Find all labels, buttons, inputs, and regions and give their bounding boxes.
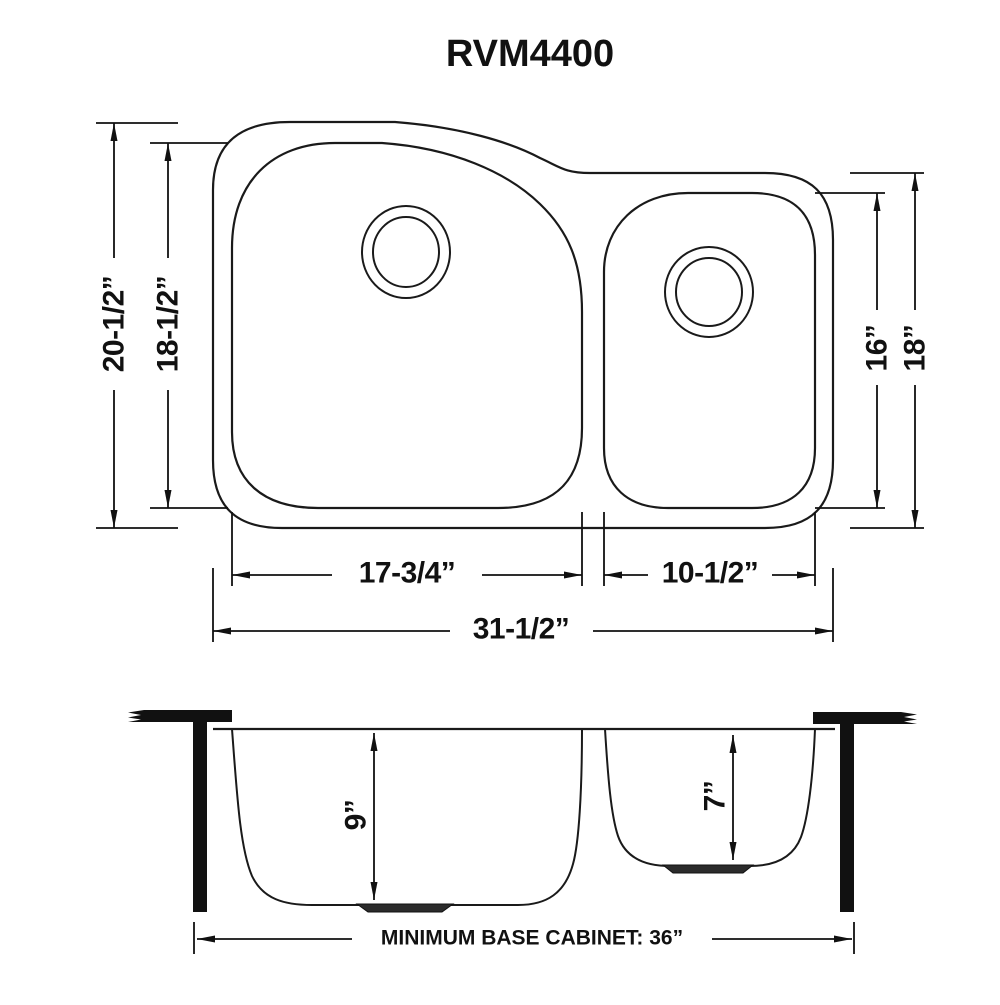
cabinet-post-right <box>840 724 854 912</box>
sink-outer-rim <box>211 120 835 530</box>
dim-label-base-cabinet: MINIMUM BASE CABINET: 36” <box>381 927 683 950</box>
dim-right-inner: 16” <box>815 192 894 509</box>
left-bowl-outline <box>230 141 584 510</box>
side-view-dimensions: 9” 7” MINIMUM BASE CABINET: 36” <box>193 733 855 954</box>
dim-label-height-outer: 20-1/2” <box>98 276 131 373</box>
dim-left-bowl-depth: 9” <box>340 733 378 900</box>
dim-label-right-inner: 16” <box>861 325 894 372</box>
dim-label-left-bowl-width: 17-3/4” <box>359 557 456 590</box>
dim-right-bowl-width: 10-1/2” <box>603 512 816 590</box>
page-title: RVM4400 <box>446 33 614 75</box>
left-drain-fitting <box>355 903 455 913</box>
dim-left-bowl-width: 17-3/4” <box>231 512 583 590</box>
left-bowl-drain <box>361 205 451 299</box>
left-bowl-section <box>231 728 583 906</box>
dim-overall-width: 31-1/2” <box>212 568 834 646</box>
top-view-drawing <box>211 120 835 530</box>
dim-right-bowl-depth: 7” <box>699 735 737 860</box>
countertop-right <box>813 712 917 724</box>
side-view-drawing <box>128 710 917 913</box>
dim-label-right-bowl-width: 10-1/2” <box>662 557 759 590</box>
dim-height-inner: 18-1/2” <box>150 142 228 509</box>
dim-label-overall-width: 31-1/2” <box>473 613 570 646</box>
dim-label-right-outer: 18” <box>899 325 932 372</box>
countertop-left <box>128 710 232 722</box>
dim-label-height-inner: 18-1/2” <box>152 276 185 373</box>
right-drain-fitting <box>661 864 755 874</box>
dim-height-outer: 20-1/2” <box>96 122 178 529</box>
top-view-dimensions: 20-1/2” 18-1/2” 16” <box>96 122 932 646</box>
dim-label-right-bowl-depth: 7” <box>699 781 732 812</box>
dim-label-left-bowl-depth: 9” <box>340 800 373 831</box>
dim-base-cabinet: MINIMUM BASE CABINET: 36” <box>193 922 855 954</box>
cabinet-post-left <box>193 722 207 912</box>
dim-right-outer: 18” <box>850 172 932 529</box>
right-bowl-drain <box>664 246 754 338</box>
right-bowl-outline <box>602 191 817 510</box>
